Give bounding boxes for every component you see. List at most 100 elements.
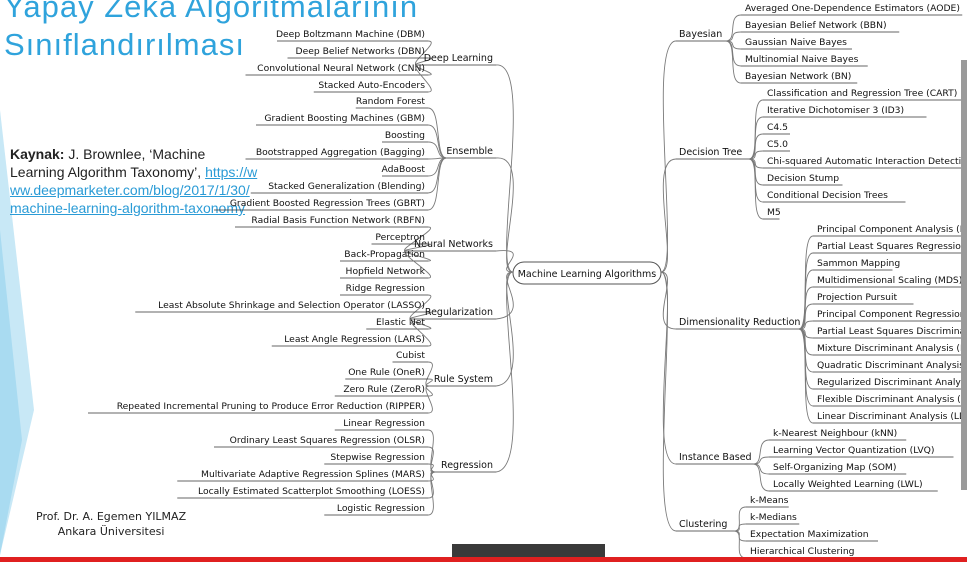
connector-item: [748, 116, 764, 160]
connector-center-bayesian: [660, 40, 677, 273]
leaf-mixture-discriminant-analysis-mda: Mixture Discriminant Analysis (MDA): [817, 343, 967, 354]
leaf-random-forest: Random Forest: [356, 96, 426, 107]
branch-bayesian: Bayesian Averaged One-Dependence Estimato…: [660, 3, 963, 273]
connector-center-deep-learning: [495, 64, 514, 273]
category-deep-learning: Deep Learning: [424, 53, 493, 64]
connector-center-regularization: [495, 271, 514, 320]
leaf-radial-basis-function-network-rbfn: Radial Basis Function Network (RBFN): [251, 215, 425, 226]
leaf-least-absolute-shrinkage-and-selection-operator-lasso: Least Absolute Shrinkage and Selection O…: [158, 300, 425, 311]
category-regularization: Regularization: [425, 307, 493, 318]
bottom-accent-bar: [0, 557, 967, 562]
leaf-averaged-one-dependence-estimators-aode: Averaged One-Dependence Estimators (AODE…: [745, 3, 960, 14]
connector-center-instance-based: [660, 271, 677, 465]
leaf-zero-rule-zeror: Zero Rule (ZeroR): [343, 384, 425, 395]
leaf-self-organizing-map-som: Self-Organizing Map (SOM): [773, 462, 896, 473]
page-title: Yapay Zeka Algoritmalarının Sınıflandırı…: [4, 0, 418, 64]
author-name: Prof. Dr. A. Egemen YILMAZ: [36, 510, 187, 523]
branch-deep-learning: Deep Boltzmann Machine (DBM)Deep Belief …: [245, 29, 514, 273]
title-line-2: Sınıflandırılması: [4, 27, 245, 62]
branch-dimensionality-reduction: Dimensionality Reduction Principal Compon…: [660, 224, 967, 424]
leaf-hopfield-network: Hopfield Network: [346, 266, 426, 277]
connector-item: [733, 523, 747, 532]
category-neural-networks: Neural Networks: [414, 239, 493, 250]
connector-item: [733, 530, 747, 559]
leaf-k-medians: k-Medians: [750, 512, 797, 523]
leaf-logistic-regression: Logistic Regression: [337, 503, 425, 514]
category-ensemble: Ensemble: [446, 146, 493, 157]
connector-item: [427, 157, 447, 211]
author-institution: Ankara Üniversitesi: [57, 525, 165, 538]
source-label: Kaynak:: [10, 146, 65, 162]
leaf-c5-0: C5.0: [767, 139, 788, 150]
connector-item: [798, 328, 814, 424]
leaf-bayesian-belief-network-bbn: Bayesian Belief Network (BBN): [745, 20, 887, 31]
right-edge-strip: [961, 60, 967, 490]
connector-item: [425, 361, 433, 387]
leaf-k-nearest-neighbour-knn: k-Nearest Neighbour (kNN): [773, 428, 897, 439]
leaf-stepwise-regression: Stepwise Regression: [330, 452, 425, 463]
leaf-gaussian-naive-bayes: Gaussian Naive Bayes: [745, 37, 847, 48]
leaf-ridge-regression: Ridge Regression: [346, 283, 426, 294]
leaf-quadratic-discriminant-analysis: Quadratic Discriminant Analysis: [817, 360, 964, 371]
connector-item: [427, 107, 447, 159]
category-rule-system: Rule System: [434, 374, 493, 385]
leaf-deep-belief-networks-dbn: Deep Belief Networks (DBN): [296, 46, 426, 57]
leaf-locally-weighted-learning-lwl: Locally Weighted Learning (LWL): [773, 479, 923, 490]
category-dimensionality-reduction: Dimensionality Reduction: [679, 317, 800, 328]
leaf-least-angle-regression-lars: Least Angle Regression (LARS): [284, 334, 425, 345]
leaf-gradient-boosted-regression-trees-gbrt: Gradient Boosted Regression Trees (GBRT): [230, 198, 425, 209]
leaf-learning-vector-quantization-lvq: Learning Vector Quantization (LVQ): [773, 445, 934, 456]
connector-center-clustering: [660, 271, 677, 532]
connector-item: [409, 318, 432, 347]
leaf-partial-least-squares-discriminant: Partial Least Squares Discriminant: [817, 326, 967, 337]
leaf-projection-pursuit: Projection Pursuit: [817, 292, 897, 303]
leaf-back-propagation: Back-Propagation: [344, 249, 425, 260]
leaf-decision-stump: Decision Stump: [767, 173, 839, 184]
author-block: Prof. Dr. A. Egemen YILMAZ Ankara Üniver…: [36, 509, 186, 539]
leaf-multinomial-naive-bayes: Multinomial Naive Bayes: [745, 54, 859, 65]
leaf-conditional-decision-trees: Conditional Decision Trees: [767, 190, 888, 201]
title-line-1: Yapay Zeka Algoritmalarının: [4, 0, 419, 24]
category-bayesian: Bayesian: [679, 29, 722, 40]
connector-item: [752, 456, 770, 465]
leaf-k-means: k-Means: [750, 495, 789, 506]
connector-center-regression: [495, 271, 514, 473]
leaf-multidimensional-scaling-mds: Multidimensional Scaling (MDS): [817, 275, 962, 286]
leaf-adaboost: AdaBoost: [381, 164, 425, 175]
connector-center-rule-system: [495, 271, 514, 387]
leaf-regularized-discriminant-analysis: Regularized Discriminant Analysis: [817, 377, 967, 388]
connector-item: [427, 429, 436, 473]
leaf-stacked-auto-encoders: Stacked Auto-Encoders: [318, 80, 425, 91]
connector-item: [427, 471, 436, 516]
decorative-stripe: [0, 110, 34, 555]
leaf-perceptron: Perceptron: [375, 232, 425, 243]
leaf-iterative-dichotomiser-3-id3: Iterative Dichotomiser 3 (ID3): [767, 105, 904, 116]
connector-item: [427, 141, 447, 159]
source-text: J. Brownlee, ‘Machine Learning Algorithm…: [10, 146, 206, 180]
leaf-classification-and-regression-tree-cart: Classification and Regression Tree (CART…: [767, 88, 957, 99]
leaf-partial-least-squares-regression: Partial Least Squares Regression: [817, 241, 967, 252]
connector-item: [427, 124, 447, 159]
leaf-locally-estimated-scatterplot-smoothing-loess: Locally Estimated Scatterplot Smoothing …: [198, 486, 425, 497]
leaf-flexible-discriminant-analysis-fda: Flexible Discriminant Analysis (FDA): [817, 394, 967, 405]
leaf-stacked-generalization-blending: Stacked Generalization (Blending): [268, 181, 425, 192]
category-clustering: Clustering: [679, 519, 727, 530]
connector-item: [404, 250, 432, 279]
leaf-multivariate-adaptive-regression-splines-mars: Multivariate Adaptive Regression Splines…: [201, 469, 425, 480]
source-link[interactable]: https://www.deepmarketer.com/blog/2017/1…: [10, 164, 258, 216]
leaf-linear-discriminant-analysis-lda: Linear Discriminant Analysis (LDA): [817, 411, 967, 422]
connector-item: [733, 530, 747, 542]
connector-item: [725, 40, 742, 67]
category-instance-based: Instance Based: [679, 452, 752, 463]
leaf-expectation-maximization: Expectation Maximization: [750, 529, 869, 540]
connector-item: [725, 40, 742, 84]
connector-center-ensemble: [495, 157, 514, 273]
leaf-principal-component-regression: Principal Component Regression: [817, 309, 966, 320]
connector-item: [748, 158, 764, 220]
leaf-chi-squared-automatic-interaction-detection: Chi-squared Automatic Interaction Detect…: [767, 156, 967, 167]
leaf-cubist: Cubist: [396, 350, 425, 361]
